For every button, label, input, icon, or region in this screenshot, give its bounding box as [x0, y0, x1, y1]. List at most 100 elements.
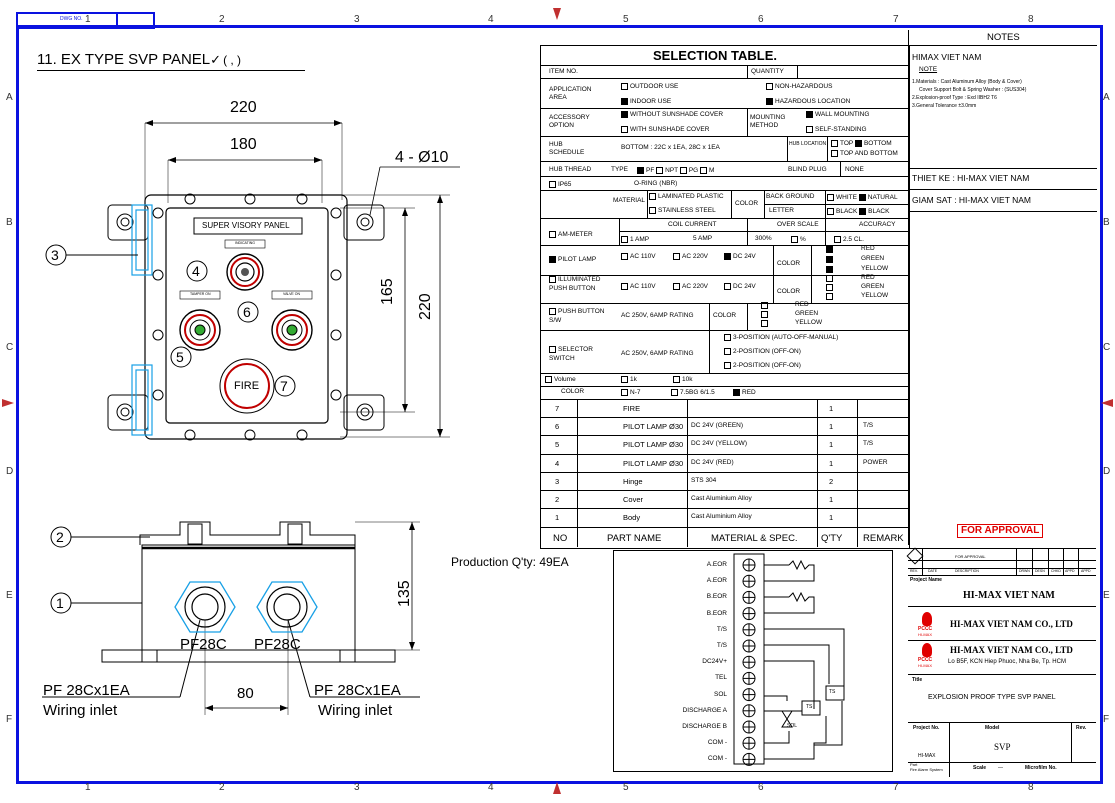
dim-135: 135	[396, 580, 413, 607]
project-name: HI-MAX VIET NAM	[963, 590, 1055, 601]
terminal-label: A.EOR	[706, 561, 727, 568]
grid-row-r: D	[1103, 466, 1111, 477]
parts-cell-no: 2	[555, 495, 560, 504]
parts-cell-qty: 1	[829, 458, 834, 468]
center-mark-bottom	[553, 782, 561, 794]
tamper-label: TAMPER ON	[190, 292, 211, 296]
grid-col-top: 2	[219, 14, 225, 25]
balloon-3: 3	[51, 247, 59, 263]
company-name-1: HI-MAX VIET NAM CO., LTD	[950, 619, 1073, 629]
parts-cell-no: 3	[555, 476, 560, 486]
grid-col-bottom: 3	[354, 782, 360, 793]
grid-row-r: F	[1103, 714, 1110, 725]
giam-sat: GIAM SAT : HI-MAX VIET NAM	[912, 195, 1032, 205]
grid-col-top: 8	[1028, 14, 1034, 25]
grid-col-bottom: 1	[85, 782, 91, 793]
parts-cell-part: Body	[623, 513, 641, 523]
center-mark-top	[553, 8, 561, 20]
indicating-label: INDICATING	[235, 241, 255, 245]
company-address: Lo B5F, KCN Hiep Phuoc, Nha Be, Tp. HCM	[948, 659, 1066, 665]
sol-label: SOL	[787, 723, 798, 729]
valve-label: VALVE ON	[283, 292, 300, 296]
inlet-1-size: PF 28Cx1EA	[43, 682, 130, 699]
parts-cell-part: Hinge	[623, 476, 643, 486]
terminal-label: DISCHARGE A	[682, 706, 727, 714]
dwg-no-label: DWG NO.	[60, 16, 83, 22]
parts-cell-spec: STS 304	[691, 476, 717, 484]
grid-col-bottom: 6	[758, 782, 764, 793]
grid-col-top: 5	[623, 14, 629, 25]
grid-row-r: B	[1103, 217, 1110, 228]
grid-row-r: E	[1103, 590, 1110, 601]
wiring-diagram: A.EOR A.EOR B.EOR B.EOR T/S T/S DC24V+ TEL SOL DI…	[613, 550, 893, 772]
parts-cell-qty: 1	[829, 440, 834, 450]
ts-label-2: TS	[829, 689, 836, 695]
dim-220-top: 220	[230, 99, 257, 116]
drawing-title-block: EXPLOSION PROOF TYPE SVP PANEL	[928, 694, 1056, 701]
grid-col-top: 6	[758, 14, 764, 25]
grid-col-top: 7	[893, 14, 899, 25]
parts-cell-spec: Cast Aluminium Alloy	[691, 513, 752, 521]
grid-col-top: 3	[354, 14, 360, 25]
center-mark-right	[1101, 399, 1113, 407]
balloon-1: 1	[56, 595, 64, 611]
grid-col-bottom: 7	[893, 782, 899, 793]
dim-180: 180	[230, 136, 257, 153]
inlet-1-label: Wiring inlet	[43, 702, 118, 719]
pccc-logo-icon-2: PCCC HI-MAX	[916, 643, 938, 669]
parts-cell-no: 1	[555, 513, 560, 523]
front-view	[45, 120, 460, 441]
grid-row-r: C	[1103, 342, 1111, 353]
parts-cell-spec: DC 24V (YELLOW)	[691, 440, 747, 448]
selection-table: SELECTION TABLE. ITEM NO. QUANTITY APPLI…	[540, 45, 910, 549]
ts-label-1: TS	[806, 704, 813, 710]
terminal-label: COM -	[707, 739, 727, 747]
pccc-logo-icon: PCCC HI-MAX	[916, 612, 938, 638]
terminal-label: A.EOR	[706, 577, 727, 585]
terminal-label: TEL	[715, 674, 727, 682]
balloon-2: 2	[56, 529, 64, 545]
grid-row-l: F	[6, 714, 13, 725]
company-name-2: HI-MAX VIET NAM CO., LTD	[950, 645, 1073, 655]
parts-cell-remark: T/S	[863, 422, 874, 430]
grid-row-l: D	[6, 466, 14, 477]
grid-row-l: E	[6, 590, 13, 601]
terminal-label: COM -	[707, 755, 727, 763]
grid-col-bottom: 5	[623, 782, 629, 793]
terminal-label: T/S	[716, 625, 727, 633]
production-qty: Production Q'ty: 49EA	[451, 555, 569, 569]
center-mark-left	[2, 399, 14, 407]
parts-cell-qty: 2	[829, 476, 834, 486]
parts-cell-no: 5	[555, 440, 560, 450]
parts-cell-no: 7	[555, 404, 560, 413]
balloon-4: 4	[192, 263, 200, 279]
hub-label-2: PF28C	[254, 636, 301, 653]
parts-cell-part: PILOT LAMP Ø30	[623, 440, 684, 450]
grid-col-top: 1	[85, 14, 91, 25]
terminal-label: B.EOR	[706, 609, 727, 617]
nameplate-text: SUPER VISORY PANEL	[202, 221, 290, 230]
parts-cell-remark: T/S	[863, 440, 874, 448]
drawing-title: 11. EX TYPE SVP PANEL✓( , )	[37, 51, 242, 68]
thiet-ke: THIET KE : HI-MAX VIET NAM	[912, 173, 1030, 183]
dim-80: 80	[237, 685, 254, 702]
terminal-label: B.EOR	[706, 593, 727, 601]
parts-cell-part: Cover	[623, 495, 644, 504]
balloon-5: 5	[176, 349, 184, 365]
surface-marks: ( , )	[223, 53, 242, 67]
balloon-6: 6	[243, 304, 251, 320]
grid-row-l: C	[6, 342, 14, 353]
parts-cell-part: PILOT LAMP Ø30	[623, 422, 684, 432]
selection-title: SELECTION TABLE.	[653, 48, 777, 63]
title-block: FOR APPROVAL REV. DATE DESCRIPTION DRWN …	[906, 547, 1096, 777]
grid-col-bottom: 8	[1028, 782, 1034, 793]
terminal-label: DISCHARGE B	[682, 723, 727, 730]
grid-row-r: A	[1103, 92, 1110, 103]
inlet-2-size: PF 28Cx1EA	[314, 682, 401, 699]
dwg-no-box: DWG NO.	[16, 12, 155, 29]
dim-165: 165	[379, 278, 396, 305]
terminal-label: DC24V+	[702, 658, 727, 666]
parts-cell-qty: 1	[829, 422, 834, 432]
parts-cell-qty: 1	[829, 495, 834, 504]
terminal-label: T/S	[716, 642, 727, 649]
